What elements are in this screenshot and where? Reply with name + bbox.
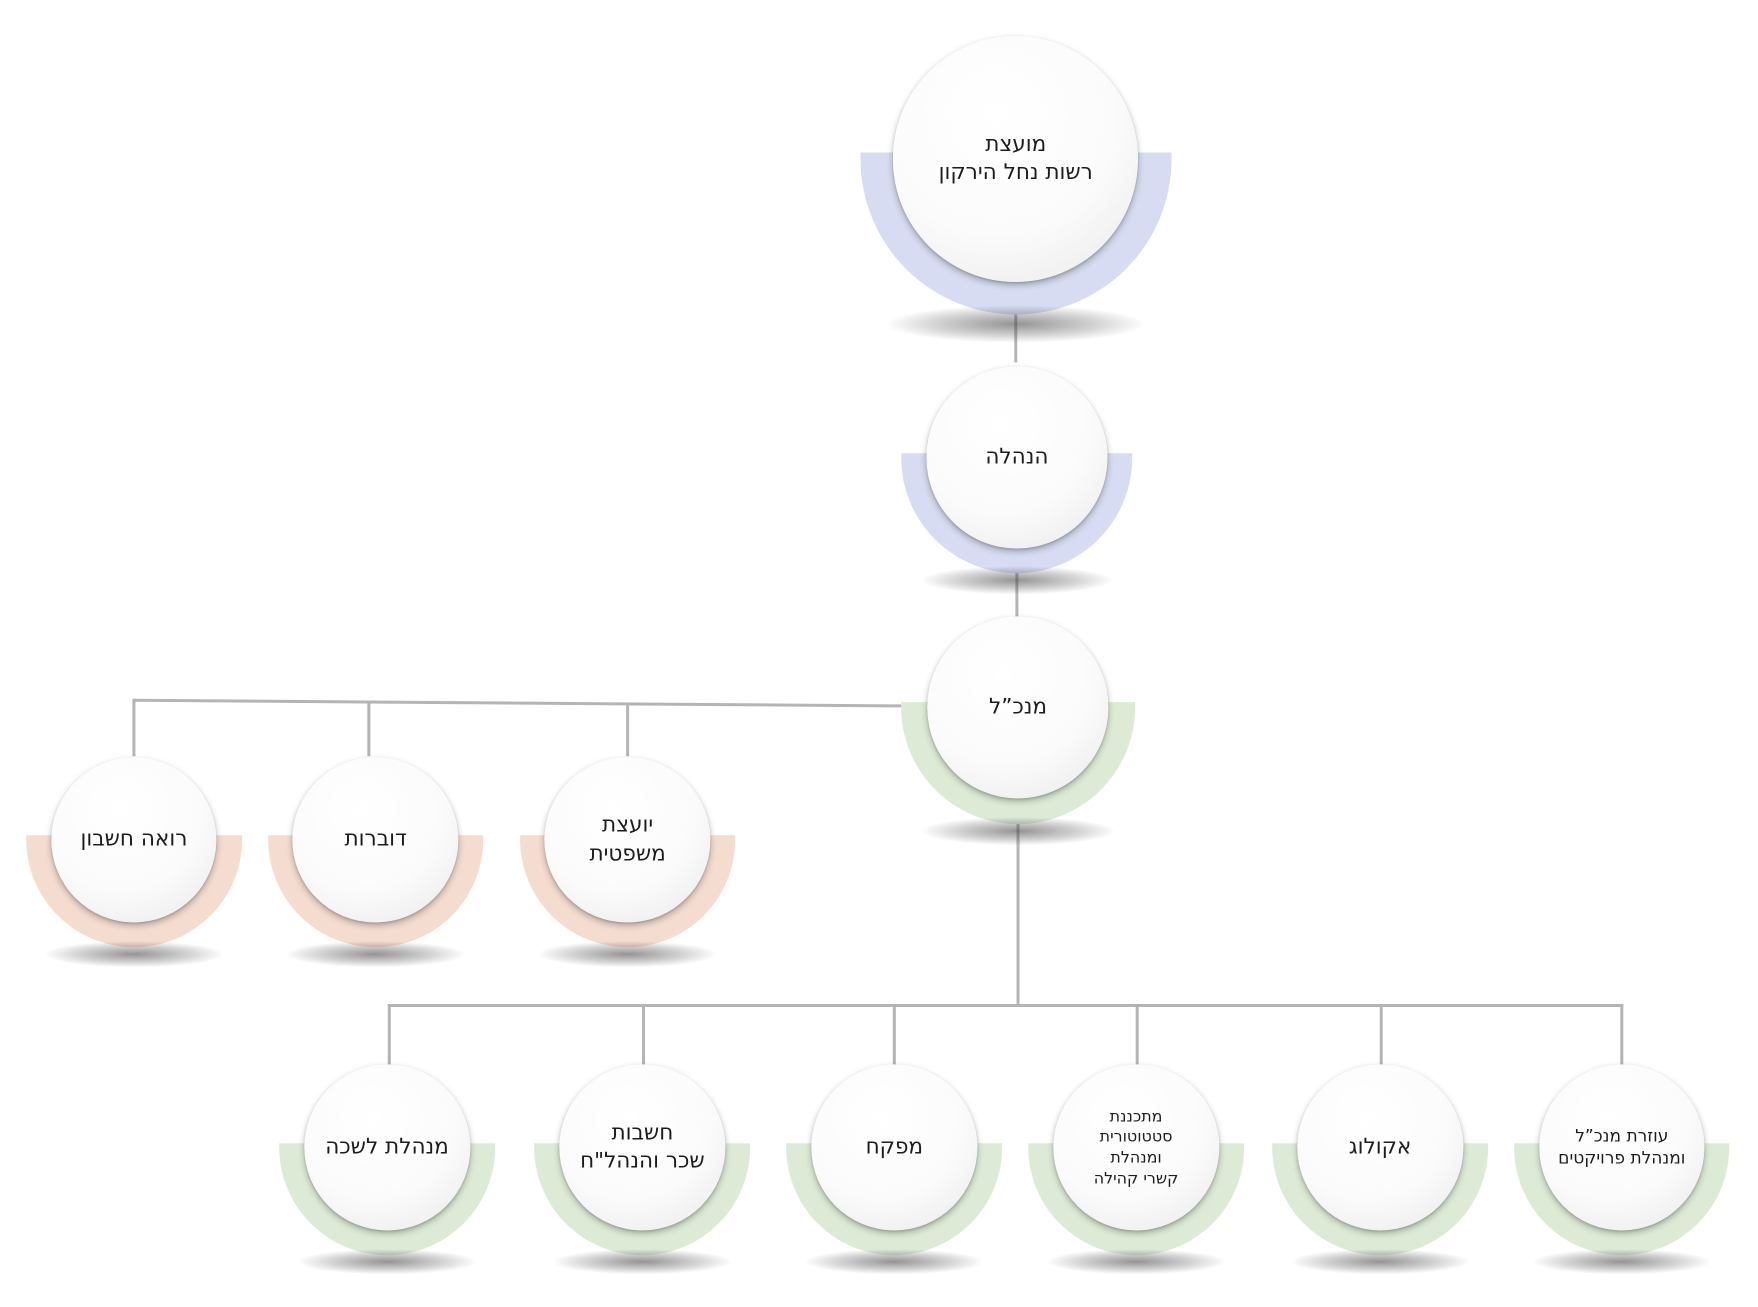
node-shadow — [45, 941, 223, 968]
node-label-line: חשבות — [611, 1120, 674, 1146]
node-office-manager: מנהלת לשכה — [279, 1040, 495, 1275]
node-council: מועצת רשות נחל הירקון — [860, 3, 1172, 343]
node-label-line: מתכננת — [1109, 1106, 1163, 1126]
node-label-line: דוברות — [344, 826, 407, 852]
node-ceo-assistant: עוזרת מנכ”ל ומנהלת פרויקטים — [1513, 1040, 1730, 1275]
node-shadow — [922, 816, 1114, 845]
node-label-line: סטטוטורית — [1099, 1126, 1173, 1146]
node-disc: חשבות שכר והנהל"ח — [559, 1064, 726, 1231]
node-shadow — [921, 566, 1112, 594]
node-label-line: ומנהלת — [1110, 1147, 1162, 1167]
connector-line — [132, 698, 905, 708]
node-disc: מנכ”ל — [927, 616, 1109, 798]
node-shadow — [298, 1248, 476, 1275]
node-label-line: עוזרת מנכ”ל — [1575, 1126, 1669, 1147]
node-disc: יועצת משפטית — [544, 757, 711, 923]
node-disc: מתכננת סטטוטורית ומנהלת קשרי קהילה — [1053, 1064, 1219, 1231]
node-label-line: מפקח — [865, 1134, 924, 1160]
node-label-line: ומנהלת פרויקטים — [1558, 1148, 1686, 1169]
node-disc: עוזרת מנכ”ל ומנהלת פרויקטים — [1538, 1064, 1705, 1231]
node-disc: מועצת רשות נחל הירקון — [893, 36, 1139, 282]
node-label-line: מועצת — [985, 131, 1047, 157]
node-label-line: משפטית — [589, 840, 666, 866]
node-management: הנהלה — [901, 342, 1133, 594]
node-label-line: הנהלה — [985, 444, 1049, 470]
node-label-line: רואה חשבון — [80, 826, 188, 852]
node-shadow — [553, 1248, 731, 1275]
node-ecologist: אקולוג — [1272, 1040, 1488, 1275]
node-shadow — [1291, 1248, 1469, 1275]
node-shadow — [287, 941, 465, 968]
node-ceo: מנכ”ל — [901, 590, 1135, 845]
node-disc: אקולוג — [1297, 1064, 1463, 1231]
node-shadow — [1533, 1248, 1711, 1275]
node-label-line: יועצת — [602, 812, 654, 838]
node-label-line: מנהלת לשכה — [325, 1134, 449, 1160]
node-legal-advisor: יועצת משפטית — [519, 732, 736, 968]
node-label-line: שכר והנהל"ח — [580, 1148, 705, 1174]
node-disc: רואה חשבון — [51, 757, 217, 923]
node-label-line: אקולוג — [1348, 1134, 1412, 1160]
node-payroll-accounting: חשבות שכר והנהל"ח — [534, 1040, 751, 1275]
node-shadow — [805, 1248, 983, 1275]
node-shadow — [539, 941, 717, 968]
node-disc: דוברות — [292, 757, 459, 923]
node-disc: הנהלה — [926, 366, 1108, 549]
node-spokesperson: דוברות — [267, 732, 484, 968]
node-shadow — [888, 305, 1144, 343]
node-planner: מתכננת סטטוטורית ומנהלת קשרי קהילה — [1028, 1040, 1244, 1275]
node-inspector: מפקח — [786, 1040, 1003, 1275]
node-label-line: רשות נחל הירקון — [938, 159, 1093, 185]
node-shadow — [1047, 1248, 1225, 1275]
node-label-line: מנכ”ל — [988, 694, 1048, 720]
node-disc: מנהלת לשכה — [304, 1064, 470, 1231]
node-accountant: רואה חשבון — [26, 732, 242, 968]
node-label-line: קשרי קהילה — [1093, 1168, 1179, 1188]
node-disc: מפקח — [811, 1064, 978, 1231]
